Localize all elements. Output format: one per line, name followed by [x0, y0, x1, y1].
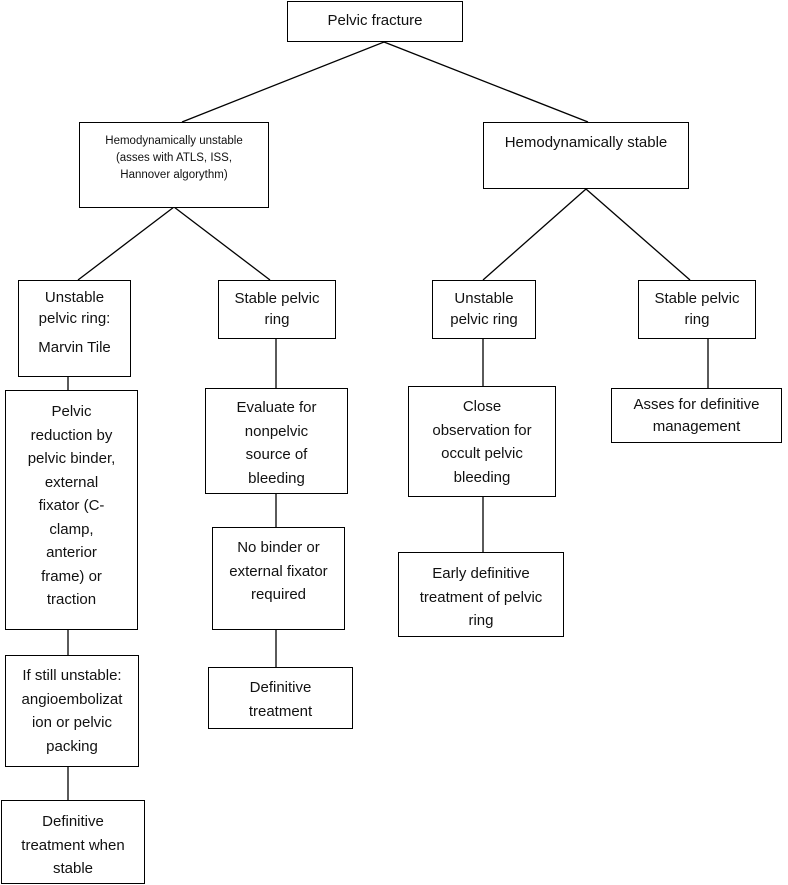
- edge-root-unstable-hemo: [181, 41, 385, 123]
- node-text: Definitive: [42, 813, 104, 830]
- node-text: No binder or: [237, 539, 320, 556]
- node-definitive-treatment-when-stable: Definitive treatment when stable: [1, 800, 145, 884]
- edge-unstable-hemo-stable-ring: [173, 206, 271, 281]
- node-text: reduction by: [30, 426, 113, 444]
- node-hemodynamically-unstable: Hemodynamically unstable (asses with ATL…: [79, 122, 269, 208]
- node-text: Evaluate for: [236, 399, 317, 416]
- node-pelvic-reduction: Pelvic reduction by pelvic binder, exter…: [5, 390, 138, 630]
- node-text: angioembolizat: [21, 690, 123, 708]
- node-stable-pelvic-ring-left: Stable pelvic ring: [218, 280, 336, 339]
- node-definitive-treatment: Definitive treatment: [208, 667, 353, 729]
- node-text: Asses for definitive: [633, 396, 760, 413]
- node-text: treatment of pelvic: [419, 588, 543, 606]
- node-text: Pelvic fracture: [327, 12, 423, 29]
- edge-stable-hemo-stable-ring: [585, 188, 691, 281]
- node-text: Marvin Tile: [38, 339, 111, 356]
- node-text: pelvic ring:: [38, 310, 111, 327]
- node-text: management: [652, 418, 741, 435]
- node-text: pelvic ring: [450, 311, 518, 328]
- node-text: Definitive: [249, 679, 312, 696]
- edge-root-stable-hemo: [383, 41, 589, 123]
- edge-unstable-hemo-unstable-ring: [77, 206, 175, 281]
- node-text: Hemodynamically unstable: [105, 135, 243, 147]
- node-text: observation for: [432, 421, 532, 439]
- node-text: Unstable: [454, 290, 514, 307]
- node-text: Hannover algorythm): [120, 169, 228, 181]
- node-text: stable: [52, 860, 94, 877]
- node-text: (asses with ATLS, ISS,: [115, 152, 233, 164]
- node-evaluate-nonpelvic-bleeding: Evaluate for nonpelvic source of bleedin…: [205, 388, 348, 494]
- node-text: Unstable: [44, 289, 105, 306]
- node-text: ring: [684, 311, 710, 328]
- node-text: fixator (C-: [38, 497, 105, 514]
- node-still-unstable: If still unstable: angioembolizat ion or…: [5, 655, 139, 767]
- node-text: If still unstable:: [22, 667, 122, 684]
- node-hemodynamically-stable: Hemodynamically stable: [483, 122, 689, 189]
- node-text: treatment when: [21, 836, 125, 854]
- node-asses-definitive-management: Asses for definitive management: [611, 388, 782, 443]
- node-text: external fixator: [229, 562, 328, 580]
- node-text: treatment: [248, 702, 313, 720]
- edge-stable-hemo-unstable-ring: [482, 188, 587, 281]
- node-text: [19, 329, 130, 337]
- node-text: source of: [245, 446, 308, 463]
- node-early-definitive-treatment: Early definitive treatment of pelvic rin…: [398, 552, 564, 637]
- node-text: packing: [46, 737, 98, 755]
- node-text: Early definitive: [432, 565, 530, 582]
- node-text: Close: [462, 398, 502, 415]
- node-text: Stable pelvic: [234, 290, 320, 307]
- node-text: ion or pelvic: [31, 714, 113, 731]
- node-text: anterior: [46, 544, 97, 561]
- node-text: Stable pelvic: [654, 290, 740, 307]
- node-text: required: [250, 586, 307, 603]
- node-unstable-pelvic-ring-right: Unstable pelvic ring: [432, 280, 536, 339]
- node-text: nonpelvic: [244, 422, 309, 440]
- node-pelvic-fracture: Pelvic fracture: [287, 1, 463, 42]
- node-text: Pelvic: [51, 403, 92, 420]
- node-text: external: [44, 473, 99, 491]
- node-text: occult pelvic: [441, 445, 523, 462]
- node-text: traction: [46, 591, 97, 608]
- node-text: Hemodynamically stable: [504, 134, 668, 151]
- node-close-observation: Close observation for occult pelvic blee…: [408, 386, 556, 497]
- node-text: pelvic binder,: [27, 450, 116, 467]
- node-text: bleeding: [453, 468, 511, 486]
- node-text: bleeding: [248, 469, 305, 487]
- node-text: ring: [468, 612, 494, 629]
- node-unstable-pelvic-ring-marvin-tile: Unstable pelvic ring: Marvin Tile: [18, 280, 131, 377]
- node-text: frame) or: [41, 567, 102, 585]
- node-text: ring: [264, 311, 290, 328]
- node-stable-pelvic-ring-right: Stable pelvic ring: [638, 280, 756, 339]
- node-text: clamp,: [49, 520, 94, 538]
- node-no-binder-required: No binder or external fixator required: [212, 527, 345, 630]
